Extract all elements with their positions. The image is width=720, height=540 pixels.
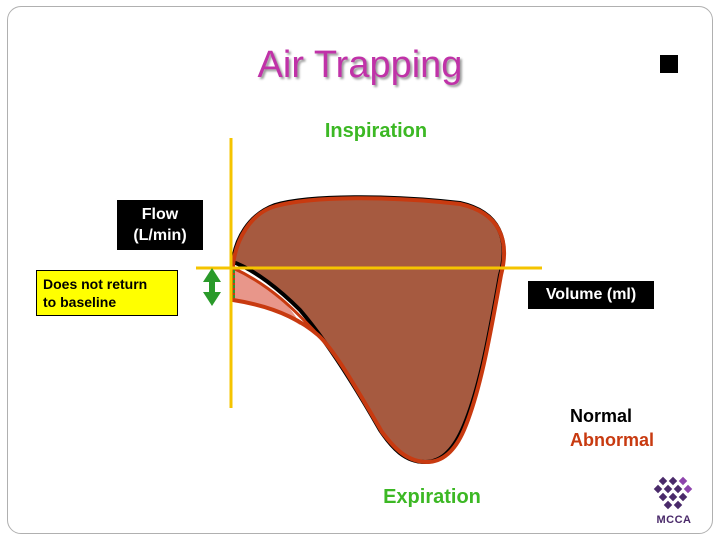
- flow-label-line1: Flow: [141, 206, 179, 223]
- baseline-note-line1: Does not return: [43, 276, 148, 292]
- normal-loop-outline: [230, 195, 506, 465]
- mcca-logo: MCCA: [652, 476, 696, 526]
- abnormal-loop-outline: [231, 196, 506, 465]
- abnormal-return-line: [232, 266, 320, 337]
- bullet-square-icon: [660, 55, 678, 73]
- legend-normal: Normal: [570, 406, 633, 426]
- inspiration-label: Inspiration: [324, 120, 428, 142]
- baseline-note: Does not return to baseline: [36, 270, 178, 316]
- mcca-logo-mark-icon: [653, 476, 693, 510]
- slide-title: Air Trapping: [257, 44, 463, 86]
- trapped-air-region: [233, 268, 300, 325]
- flow-label-line2: (L/min): [133, 227, 187, 244]
- mcca-logo-text: MCCA: [656, 514, 692, 526]
- volume-axis-label: Volume (ml): [528, 281, 654, 309]
- flow-axis-label: Flow (L/min): [117, 200, 203, 250]
- expiration-label: Expiration: [383, 486, 481, 508]
- double-arrow-icon: [203, 268, 221, 306]
- legend-abnormal: Abnormal: [570, 430, 655, 450]
- baseline-note-line2: to baseline: [43, 294, 117, 310]
